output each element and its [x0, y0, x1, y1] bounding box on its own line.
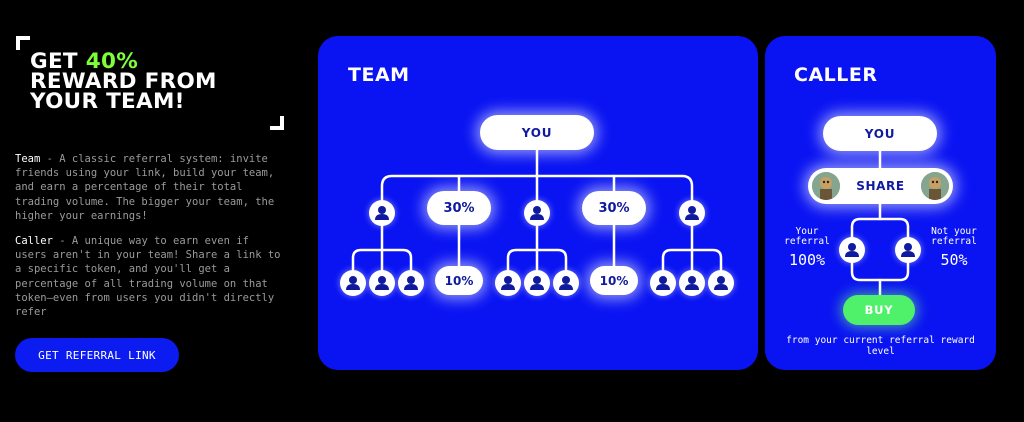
person-icon: [340, 270, 366, 296]
team-description-title: Team: [15, 153, 41, 165]
caller-tree-lines: [850, 148, 910, 297]
share-node: SHARE: [808, 168, 953, 204]
person-icon: [708, 270, 734, 296]
not-your-referral-value: 50%: [940, 251, 968, 269]
person-icon: [679, 270, 705, 296]
person-icon: [398, 270, 424, 296]
hero-banner: GET 40% REWARD FROM YOUR TEAM!: [16, 36, 284, 130]
person-icon: [524, 270, 550, 296]
hero-headline: GET 40% REWARD FROM YOUR TEAM!: [30, 49, 217, 114]
person-icon: [839, 237, 865, 263]
caller-footnote: from your current referral reward level: [786, 335, 975, 357]
your-referral-label: Your referral: [784, 226, 830, 247]
caller-description-title: Caller: [15, 235, 53, 247]
share-label: SHARE: [856, 179, 905, 193]
headline-line-3: YOUR TEAM!: [30, 89, 185, 114]
caller-card-title: CALLER: [794, 64, 878, 86]
get-referral-link-button[interactable]: GET REFERRAL LINK: [15, 338, 179, 372]
team-card: TEAM YOU 30% 30% 1: [318, 36, 758, 370]
team-you-node: YOU: [480, 115, 594, 150]
person-icon: [679, 200, 705, 226]
headline-highlight: 40%: [85, 49, 139, 74]
team-level1-percent-right: 30%: [582, 191, 646, 225]
team-tree-lines: [351, 148, 723, 276]
team-level2-percent-left: 10%: [435, 266, 483, 295]
person-icon: [524, 200, 550, 226]
caller-description-text: - A unique way to earn even if users are…: [15, 235, 281, 319]
your-referral-value: 100%: [788, 251, 826, 269]
caller-card: CALLER YOU SHARE Your referral 100% Not …: [765, 36, 996, 370]
person-icon: [495, 270, 521, 296]
team-level2-percent-right: 10%: [590, 266, 638, 295]
person-icon: [650, 270, 676, 296]
corner-bracket-top-left: [16, 36, 30, 50]
team-description: Team - A classic referral system: invite…: [15, 152, 285, 223]
headline-line-2: REWARD FROM: [30, 69, 217, 94]
caller-you-node: YOU: [823, 116, 937, 151]
team-description-text: - A classic referral system: invite frie…: [15, 153, 275, 222]
person-icon: [369, 270, 395, 296]
team-card-title: TEAM: [348, 64, 410, 86]
person-icon: [369, 200, 395, 226]
not-your-referral-label: Not your referral: [931, 226, 977, 247]
person-icon: [553, 270, 579, 296]
caller-description: Caller - A unique way to earn even if us…: [15, 234, 285, 319]
corner-bracket-bottom-right: [270, 116, 284, 130]
avatar-icon: [921, 172, 949, 200]
avatar-icon: [812, 172, 840, 200]
buy-node: BUY: [843, 295, 915, 325]
headline-line-1: GET 40%: [30, 49, 139, 74]
team-level1-percent-left: 30%: [427, 191, 491, 225]
person-icon: [895, 237, 921, 263]
